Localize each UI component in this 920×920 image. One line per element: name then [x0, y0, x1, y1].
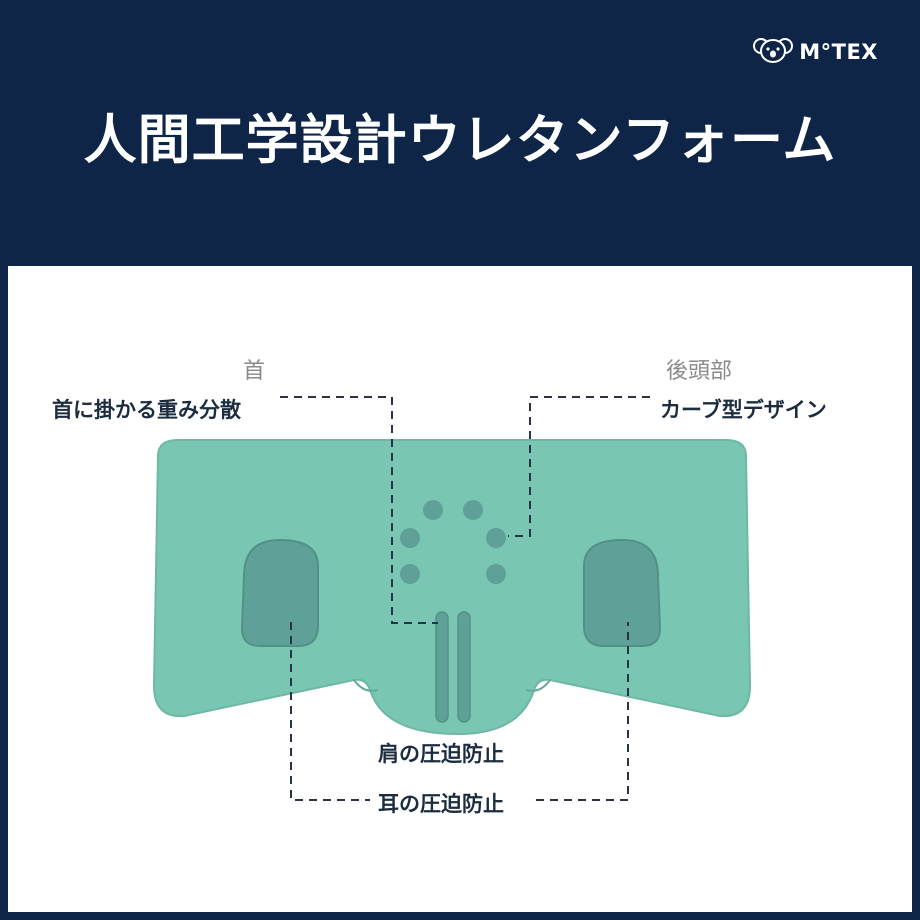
shoulder-desc-label: 肩の圧迫防止 — [378, 742, 504, 766]
head-leader-line — [508, 396, 650, 537]
vent-hole — [400, 564, 420, 584]
brand-name: M°TEX — [799, 40, 878, 64]
neck-channel — [435, 611, 449, 723]
neck-leader-line — [280, 396, 438, 624]
pillow-diagram — [152, 396, 752, 801]
ear-desc-label: 耳の圧迫防止 — [378, 792, 504, 816]
vent-hole — [486, 564, 506, 584]
vent-hole — [463, 500, 483, 520]
ear-leader-line — [290, 622, 370, 801]
diagram-panel: 首 首に掛かる重み分散 後頭部 カーブ型デザイン 肩の圧迫防止 耳の圧迫防止 — [8, 266, 912, 912]
neck-part-label: 首 — [243, 359, 266, 384]
left-ear-hollow — [240, 538, 319, 647]
page-title: 人間工学設計ウレタンフォーム — [83, 110, 837, 171]
head-desc-label: カーブ型デザイン — [660, 398, 827, 422]
vent-hole — [423, 500, 443, 520]
brand-logo: M°TEX — [753, 36, 878, 68]
koala-icon — [753, 36, 794, 68]
neck-channel — [457, 611, 471, 723]
vent-hole — [400, 528, 420, 548]
neck-desc-label: 首に掛かる重み分散 — [52, 398, 241, 422]
pillow-foam-shape — [152, 439, 752, 736]
vent-hole — [486, 528, 506, 548]
head-part-label: 後頭部 — [666, 359, 733, 384]
right-ear-hollow — [583, 538, 662, 647]
